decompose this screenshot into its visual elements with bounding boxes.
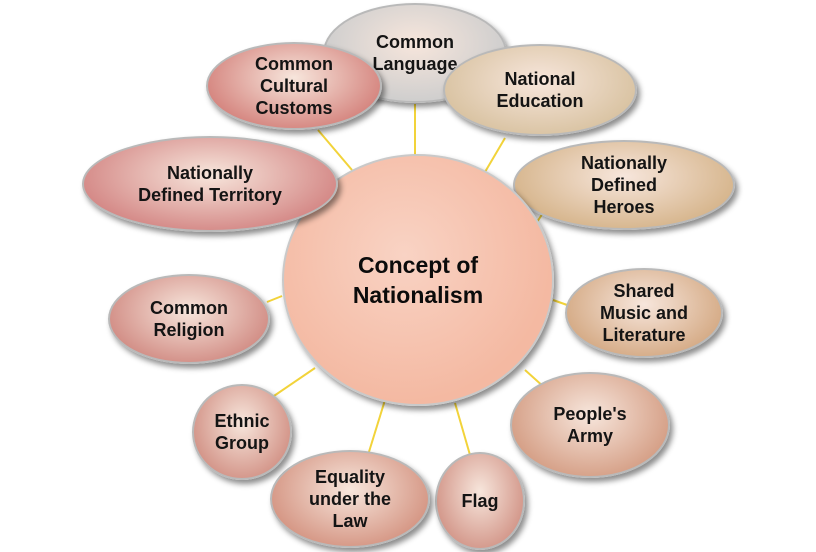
node-ethnic-group: Ethnic Group	[192, 384, 292, 480]
node-common-religion: Common Religion	[108, 274, 270, 364]
node-peoples-army: People's Army	[510, 372, 670, 478]
node-nationally-defined-heroes: Nationally Defined Heroes	[513, 140, 735, 230]
connector-national-education	[484, 137, 506, 173]
node-common-cultural-customs: Common Cultural Customs	[206, 42, 382, 130]
node-flag: Flag	[435, 452, 525, 550]
connector-flag	[454, 402, 471, 456]
connector-equality-under-law	[367, 399, 386, 456]
connector-common-religion	[266, 295, 283, 303]
node-equality-under-law: Equality under the Law	[270, 450, 430, 548]
node-national-education: National Education	[443, 44, 637, 136]
connector-ethnic-group	[267, 367, 316, 401]
connector-common-cultural-customs	[317, 129, 353, 171]
node-shared-music-literature: Shared Music and Literature	[565, 268, 723, 358]
node-nationally-defined-territory: Nationally Defined Territory	[82, 136, 338, 232]
